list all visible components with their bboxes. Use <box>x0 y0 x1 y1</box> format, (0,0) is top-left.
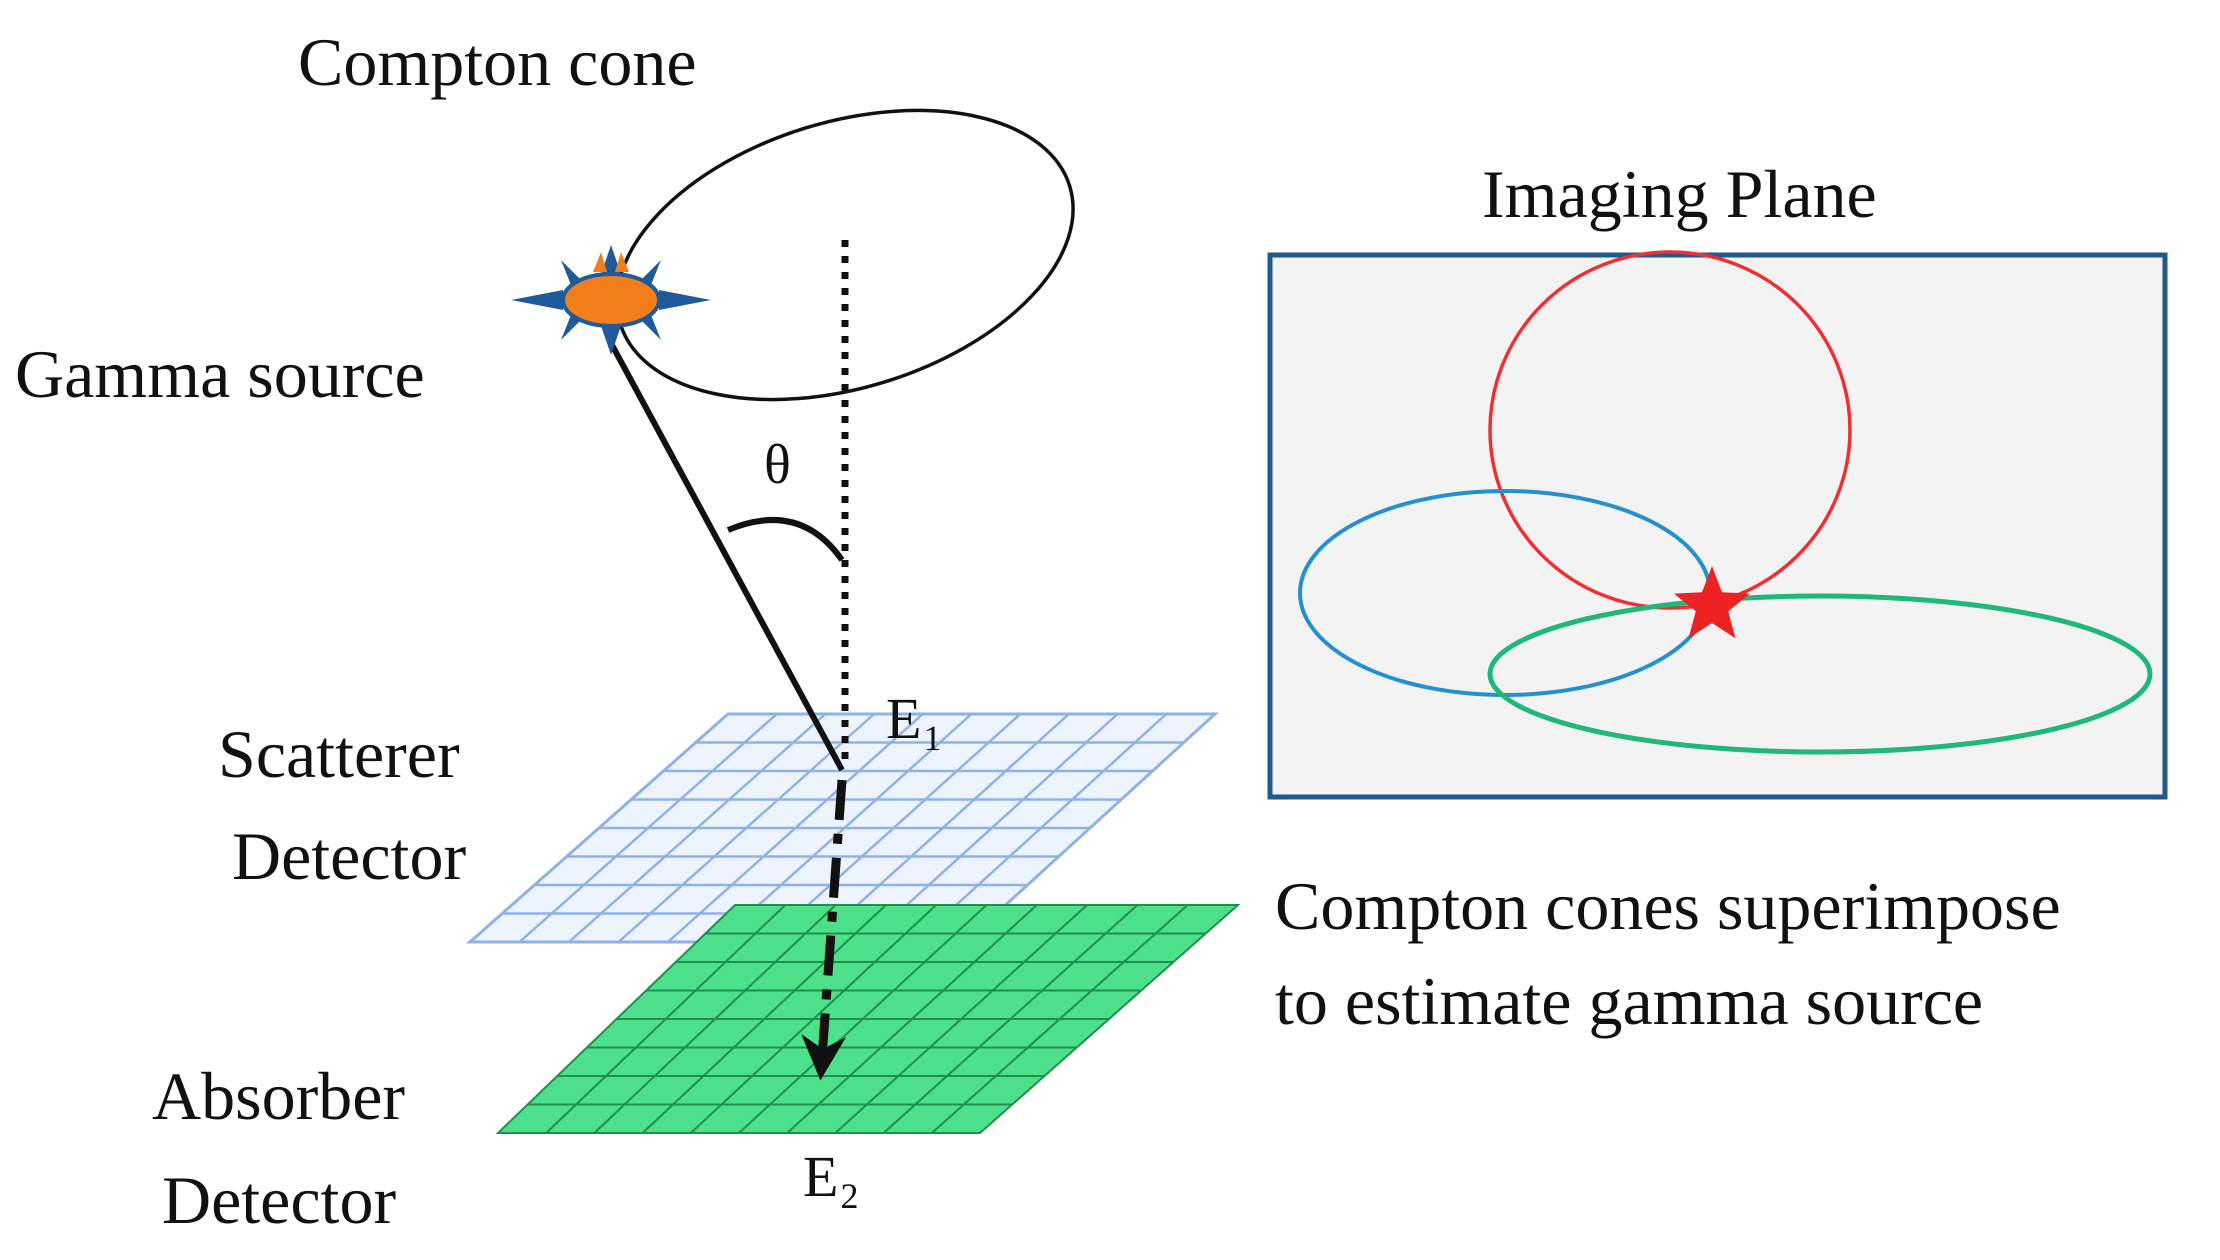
scatterer-detector-label-line2: Detector <box>232 818 467 894</box>
absorber-detector-plane <box>495 904 1241 1134</box>
theta-arc <box>726 517 845 562</box>
cone-circle-red <box>1488 250 1852 610</box>
e2-label: E2 <box>803 1148 858 1214</box>
caption-line1: Compton cones superimpose <box>1275 868 2061 944</box>
compton-cone-ellipse <box>615 108 1075 402</box>
compton-cone-label: Compton cone <box>298 24 697 100</box>
star-icon <box>1674 566 1750 639</box>
e2-main: E <box>803 1144 839 1209</box>
gamma-ray-line <box>609 343 845 772</box>
caption-line2: to estimate gamma source <box>1275 963 1984 1039</box>
cone-ellipse-green <box>1487 593 2153 755</box>
absorber-detector-label-line2: Detector <box>162 1162 397 1238</box>
scattered-ray-dashed-line <box>801 779 847 1081</box>
e1-label: E1 <box>886 690 941 756</box>
e1-subscript: 1 <box>923 717 942 758</box>
sun-burst-icon <box>511 245 711 355</box>
scatterer-detector-label-line1: Scatterer <box>218 716 460 792</box>
imaging-plane <box>1267 250 2168 800</box>
imaging-plane-frame <box>1267 252 2168 800</box>
absorber-detector-label-line1: Absorber <box>152 1058 406 1134</box>
e2-subscript: 2 <box>840 1175 859 1216</box>
gamma-source-label: Gamma source <box>15 336 425 412</box>
e1-main: E <box>886 686 922 751</box>
imaging-plane-title: Imaging Plane <box>1482 156 1877 232</box>
theta-label: θ <box>764 434 791 496</box>
